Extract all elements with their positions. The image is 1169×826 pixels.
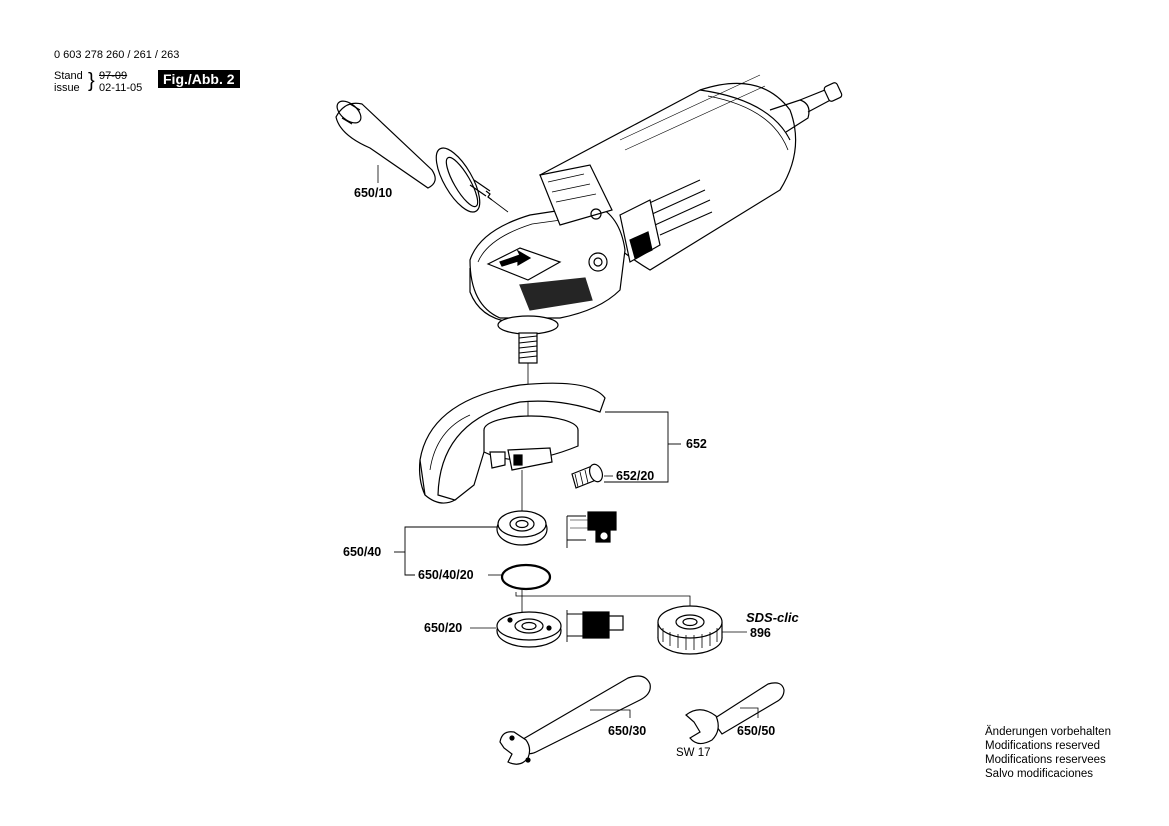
sds-clic-nut: [657, 605, 723, 655]
issue-date: 02-11-05: [99, 82, 143, 94]
label-mounting-flange: 650/20: [424, 621, 462, 635]
clamping-flange: [496, 510, 548, 546]
label-guard-screw: 652/20: [616, 469, 654, 483]
label-handle: 650/10: [354, 186, 392, 200]
figure-label: Fig./Abb. 2: [158, 70, 240, 88]
open-end-wrench: [685, 682, 785, 745]
note-en: Modifications reserved: [985, 740, 1101, 752]
o-ring: [500, 563, 552, 591]
label-guard: 652: [686, 437, 707, 451]
sds-clic-logo: SDS-clic: [746, 610, 800, 625]
guard-screw: [571, 463, 604, 489]
note-fr: Modifications reservees: [985, 754, 1106, 766]
note-es: Salvo modificaciones: [985, 768, 1094, 780]
label-pin-spanner: 650/30: [608, 724, 646, 738]
notes-block: Änderungen vorbehalten Modifications res…: [985, 725, 1111, 781]
part-numbers: 0 603 278 260 / 261 / 263: [54, 49, 180, 61]
grinder-body: [469, 74, 843, 364]
label-wrench-size: SW 17: [676, 747, 711, 759]
mounting-flange-icon: [566, 610, 624, 642]
flange-fit-icon: [566, 511, 617, 548]
old-date: 97-09: [99, 70, 128, 82]
brace-icon: }: [88, 70, 95, 92]
side-handle: [335, 100, 509, 213]
mounting-flange: [496, 611, 562, 648]
label-flange: 650/40: [343, 545, 381, 559]
note-de: Änderungen vorbehalten: [985, 726, 1111, 738]
stand-label: Stand: [54, 70, 83, 82]
label-sds-nut: 896: [750, 626, 771, 640]
pin-spanner: [499, 675, 651, 765]
label-o-ring: 650/40/20: [418, 568, 474, 582]
issue-label: issue: [54, 82, 80, 94]
label-wrench: 650/50: [737, 724, 775, 738]
protection-guard: [418, 382, 606, 504]
